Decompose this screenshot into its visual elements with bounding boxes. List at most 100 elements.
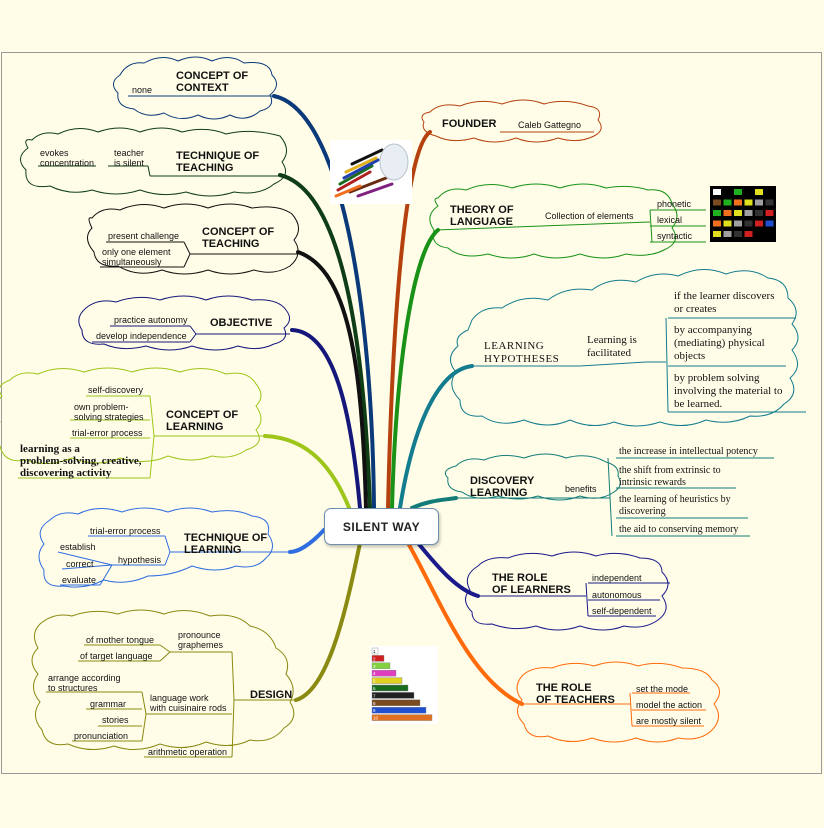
concept-of-context-item[interactable]: none <box>132 85 153 95</box>
learning-hypotheses-item[interactable]: Learning is facilitated <box>587 334 637 359</box>
rod-card <box>755 210 763 216</box>
line-teaching-tech <box>38 165 284 177</box>
line-discovery <box>456 457 774 537</box>
branch-role-of-teachers <box>406 541 524 706</box>
branch-concept-of-learning <box>263 434 352 512</box>
technique-of-learning-title[interactable]: TECHNIQUE OF LEARNING <box>184 532 268 556</box>
discovery-learning-item[interactable]: the aid to conserving memory <box>619 524 739 535</box>
rod-bar <box>371 684 409 692</box>
concept-of-learning-item[interactable]: trial-error process <box>72 428 143 438</box>
technique-of-learning-item[interactable]: hypothesis <box>118 555 162 565</box>
design-item[interactable]: pronounce graphemes <box>178 630 224 650</box>
design-item[interactable]: stories <box>102 715 129 725</box>
rod-number-label: 5 <box>373 679 376 684</box>
role-of-learners-item[interactable]: independent <box>592 573 642 583</box>
concept-of-learning-item[interactable]: self-discovery <box>88 385 144 395</box>
technique-of-teaching-title[interactable]: TECHNIQUE OF TEACHING <box>176 150 260 174</box>
rod-bar <box>371 647 379 655</box>
theory-of-language-item[interactable]: lexical <box>657 215 683 225</box>
rod-card <box>713 199 721 206</box>
technique-of-learning-item[interactable]: correct <box>66 559 94 569</box>
objective-item[interactable]: practice autonomy <box>114 315 188 325</box>
discovery-learning-item[interactable]: the increase in intellectual potency <box>619 446 758 457</box>
rod-card <box>744 199 753 206</box>
design-title[interactable]: DESIGN <box>250 689 293 701</box>
design-item[interactable]: of mother tongue <box>86 635 155 645</box>
role-of-teachers-title[interactable]: THE ROLE OF TEACHERS <box>536 682 615 706</box>
cloud-founder <box>421 99 602 143</box>
rod-bar <box>371 714 433 721</box>
cloud-role-of-teachers <box>516 661 720 743</box>
role-of-learners-item[interactable]: self-dependent <box>592 606 652 616</box>
discovery-learning-item[interactable]: the learning of heuristics by discoverin… <box>619 494 731 517</box>
concept-of-learning-item[interactable]: own problem- solving strategies <box>74 402 144 422</box>
learning-hypotheses-item[interactable]: by accompanying (mediating) physical obj… <box>674 324 765 362</box>
technique-of-learning-item[interactable]: trial-error process <box>90 526 161 536</box>
concept-of-teaching-item[interactable]: only one element simultaneously <box>102 247 171 267</box>
learning-hypotheses-item[interactable]: if the learner discovers or creates <box>674 290 775 315</box>
role-of-teachers-item[interactable]: are mostly silent <box>636 716 702 726</box>
rod-card <box>744 220 753 227</box>
rod-card <box>755 220 763 227</box>
rod-card <box>723 220 732 227</box>
cloud-concept-of-teaching <box>87 203 299 275</box>
design-item[interactable]: pronunciation <box>74 731 129 741</box>
concept-of-context-title[interactable]: CONCEPT OF CONTEXT <box>176 70 249 94</box>
role-of-learners-item[interactable]: autonomous <box>592 590 642 600</box>
theory-of-language-item[interactable]: Collection of elements <box>545 211 634 221</box>
branch-concept-of-context <box>272 94 376 510</box>
rod-card <box>723 231 732 237</box>
design-item[interactable]: arithmetic operation <box>148 747 228 757</box>
branch-design <box>294 541 362 702</box>
central-topic[interactable]: SILENT WAY <box>324 508 439 545</box>
cloud-concept-of-context <box>113 56 277 120</box>
rod-card <box>744 210 753 216</box>
learning-hypotheses-title[interactable]: LEARNING HYPOTHESES <box>484 340 560 365</box>
rod-card <box>723 210 732 216</box>
discovery-learning-title[interactable]: DISCOVERY LEARNING <box>470 475 535 499</box>
cloud-technique-of-learning <box>38 507 273 588</box>
technique-of-teaching-item[interactable]: evokes concentration <box>40 148 95 168</box>
design-item[interactable]: language work with cuisinaire rods <box>150 693 227 713</box>
concept-of-learning-item[interactable]: learning as a problem-solving, creative,… <box>20 443 142 479</box>
technique-of-learning-item[interactable]: establish <box>60 542 96 552</box>
technique-of-learning-item[interactable]: evaluate <box>62 575 97 585</box>
rod-card <box>723 199 732 206</box>
role-of-teachers-item[interactable]: set the mode <box>636 684 689 694</box>
concept-of-teaching-item[interactable]: present challenge <box>108 231 180 241</box>
cloud-learning-hypotheses <box>450 269 799 427</box>
cloud-concept-of-learning <box>0 367 262 464</box>
theory-of-language-title[interactable]: THEORY OF LANGUAGE <box>450 204 514 228</box>
rod-bar <box>371 655 385 662</box>
rod-card <box>765 220 774 227</box>
learning-hypotheses-item[interactable]: by problem solving involving the materia… <box>674 372 783 410</box>
design-item[interactable]: of target language <box>80 651 153 661</box>
objective-title[interactable]: OBJECTIVE <box>210 317 273 329</box>
rod-card <box>713 189 721 195</box>
objective-item[interactable]: develop independence <box>96 331 187 341</box>
role-of-learners-title[interactable]: THE ROLE OF LEARNERS <box>492 572 571 596</box>
branch-theory-of-language <box>390 228 440 510</box>
founder-title[interactable]: FOUNDER <box>442 118 497 130</box>
branch-role-of-learners <box>416 541 480 598</box>
theory-of-language-item[interactable]: phonetic <box>657 199 692 209</box>
cloud-discovery-learning <box>444 453 621 501</box>
founder-item[interactable]: Caleb Gattegno <box>518 120 582 130</box>
cloud-theory-of-language <box>429 183 678 259</box>
concept-of-teaching-title[interactable]: CONCEPT OF TEACHING <box>202 226 275 250</box>
technique-of-teaching-item[interactable]: teacher is silent <box>114 148 145 168</box>
branch-learning-hypotheses <box>398 364 474 510</box>
concept-of-learning-title[interactable]: CONCEPT OF LEARNING <box>166 409 239 433</box>
design-item[interactable]: arrange according to structures <box>48 673 121 693</box>
cloud-technique-of-teaching <box>20 127 287 197</box>
branch-concept-of-teaching <box>296 250 368 510</box>
design-item[interactable]: grammar <box>90 699 127 709</box>
rod-number-label: 3 <box>373 664 376 669</box>
rod-card <box>734 210 742 216</box>
role-of-teachers-item[interactable]: model the action <box>636 700 703 710</box>
discovery-learning-item[interactable]: the shift from extrinsic to intrinsic re… <box>619 465 721 488</box>
discovery-learning-item[interactable]: benefits <box>565 484 597 494</box>
theory-of-language-item[interactable]: syntactic <box>657 231 693 241</box>
